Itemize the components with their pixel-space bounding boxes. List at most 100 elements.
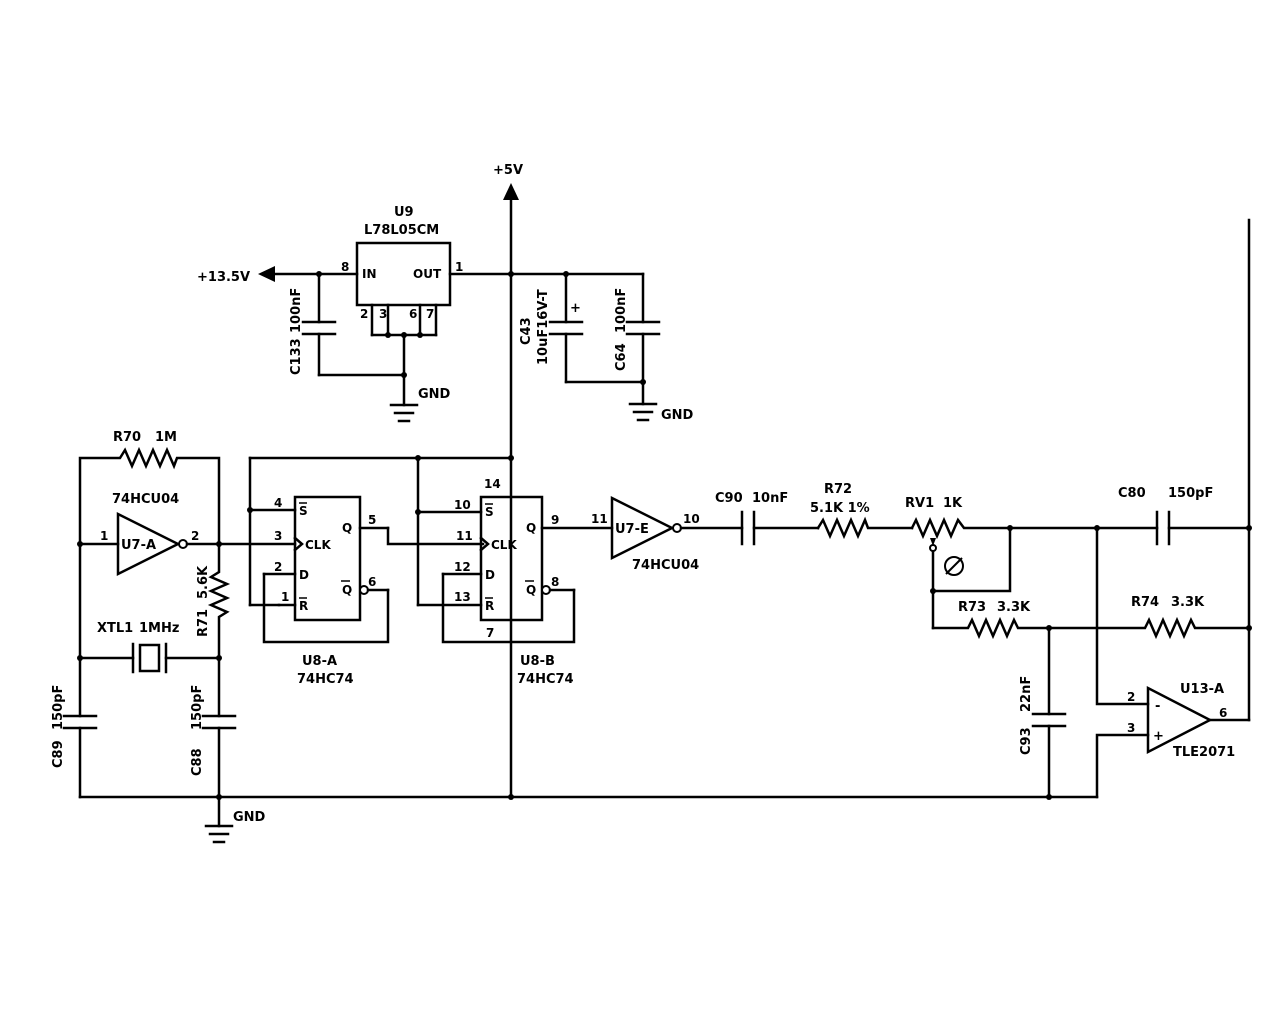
u9-ref: U9 <box>394 205 414 220</box>
u8b-pin-r: 13 <box>454 590 471 604</box>
u8a-pin-qb: 6 <box>368 575 376 589</box>
r72-value: 5.1K 1% <box>810 501 870 516</box>
capacitor-c133: C133 100nF <box>289 271 407 378</box>
r71-ref: R71 <box>196 609 211 637</box>
u9-pin-g3: 6 <box>409 307 417 321</box>
u13a-pin-out: 6 <box>1219 706 1227 720</box>
u8a-part: 74HC74 <box>297 672 354 687</box>
r72-ref: R72 <box>824 482 852 497</box>
u8a-clk-label: CLK <box>305 538 331 552</box>
ground-symbol-c64: GND <box>628 402 694 423</box>
potentiometer-rv1: RV1 1K <box>905 496 1099 630</box>
inverter-u7a: 74HCU04 U7-A 1 2 <box>77 492 297 577</box>
gnd-label-c64: GND <box>661 408 694 423</box>
u8b-part: 74HC74 <box>517 672 574 687</box>
capacitor-c93: C93 22nF <box>1019 626 1067 799</box>
u8b-qb-label: Q <box>526 583 536 597</box>
plus5v-label: +5V <box>493 163 523 178</box>
gnd-label-reg: GND <box>418 387 451 402</box>
u13a-part: TLE2071 <box>1173 745 1235 760</box>
resistor-r73: R73 3.3K <box>931 600 1052 640</box>
u8a-qb-label: Q <box>342 583 352 597</box>
u8a-pin-q: 5 <box>368 513 376 527</box>
u7e-pin-out: 10 <box>683 512 700 526</box>
u8a-s-label: S <box>299 504 308 518</box>
r70-value: 1M <box>155 430 177 445</box>
c93-value: 22nF <box>1019 676 1034 712</box>
u8a-pin-r: 1 <box>281 590 289 604</box>
flipflop-u8b: U8-B 74HC74 14 7 10 S 11 CLK 12 D 13 R Q… <box>415 477 614 687</box>
c133-ref: C133 <box>289 338 304 375</box>
u8a-pin-s: 4 <box>274 496 282 510</box>
c88-ref: C88 <box>190 748 205 776</box>
u7a-pin-out: 2 <box>191 529 199 543</box>
capacitor-c90: C90 10nF <box>715 491 820 546</box>
u8b-q-label: Q <box>526 521 536 535</box>
supply-bus <box>248 455 514 607</box>
u8b-pin-vcc: 14 <box>484 477 501 491</box>
u13a-minus: - <box>1155 699 1160 714</box>
r70-ref: R70 <box>113 430 141 445</box>
u8a-d-label: D <box>299 568 309 582</box>
plus13v5-input: +13.5V <box>197 266 359 285</box>
u8a-ref: U8-A <box>302 654 337 669</box>
c89-ref: C89 <box>51 740 66 768</box>
u9-pin-g4: 7 <box>426 307 434 321</box>
plus13v5-label: +13.5V <box>197 270 250 285</box>
c88-value: 150pF <box>190 685 205 730</box>
u8b-pin-q: 9 <box>551 513 559 527</box>
u13a-pin-inv: 2 <box>1127 690 1135 704</box>
u13a-plus: + <box>1153 729 1164 744</box>
u8b-d-label: D <box>485 568 495 582</box>
r71-value: 5.6K <box>196 565 211 599</box>
c80-ref: C80 <box>1118 486 1146 501</box>
inverter-u7e: U7-E 11 10 74HCU04 <box>591 495 744 573</box>
u8b-pin-qb: 8 <box>551 575 559 589</box>
u9-in-label: IN <box>362 267 377 281</box>
u8b-clk-label: CLK <box>491 538 517 552</box>
u9-out-label: OUT <box>413 267 442 281</box>
u8a-pin-clk: 3 <box>274 529 282 543</box>
capacitor-c88: C88 150pF <box>190 656 237 828</box>
ground-symbol-reg: GND <box>389 387 451 423</box>
u8b-pin-s: 10 <box>454 498 471 512</box>
u7e-part: 74HCU04 <box>632 558 699 573</box>
rv1-value: 1K <box>943 496 963 511</box>
c64-value: 100nF <box>614 288 629 333</box>
c43-ref: C43 <box>519 317 534 345</box>
c43-value: 10uF16V-T <box>536 289 551 365</box>
ground-bus: GND <box>78 794 1099 844</box>
u13a-pin-noninv: 3 <box>1127 721 1135 735</box>
c93-ref: C93 <box>1019 727 1034 755</box>
xtl1-value: 1MHz <box>139 621 179 636</box>
rv1-ref: RV1 <box>905 496 934 511</box>
c89-value: 150pF <box>51 685 66 730</box>
u7a-pin-in: 1 <box>100 529 108 543</box>
u8a-pin-d: 2 <box>274 560 282 574</box>
resistor-r71: R71 5.6K <box>196 542 231 660</box>
capacitor-c64: C64 100nF <box>614 272 661 406</box>
r73-ref: R73 <box>958 600 986 615</box>
c133-value: 100nF <box>289 288 304 333</box>
r74-ref: R74 <box>1131 595 1159 610</box>
u13a-ref: U13-A <box>1180 682 1224 697</box>
c64-ref: C64 <box>614 343 629 371</box>
u7e-pin-in: 11 <box>591 512 608 526</box>
opamp-u13a: - + 2 3 6 U13-A TLE2071 <box>1095 218 1251 799</box>
u8b-pin-gnd: 7 <box>486 626 494 640</box>
u7e-ref: U7-E <box>615 522 649 537</box>
u7a-ref: U7-A <box>121 538 156 553</box>
resistor-r70: R70 1M <box>78 430 221 546</box>
gnd-label-main: GND <box>233 810 266 825</box>
regulator-u9: U9 L78L05CM IN OUT 8 1 2 3 6 7 <box>341 205 645 407</box>
crystal-xtl1: XTL1 1MHz <box>77 542 222 718</box>
u9-pin-g2: 3 <box>379 307 387 321</box>
c90-ref: C90 <box>715 491 743 506</box>
c90-value: 10nF <box>752 491 788 506</box>
u8b-r-label: R <box>485 599 494 613</box>
r74-value: 3.3K <box>1171 595 1205 610</box>
u8b-pin-d: 12 <box>454 560 471 574</box>
u8a-q-label: Q <box>342 521 352 535</box>
xtl1-ref: XTL1 <box>97 621 133 636</box>
